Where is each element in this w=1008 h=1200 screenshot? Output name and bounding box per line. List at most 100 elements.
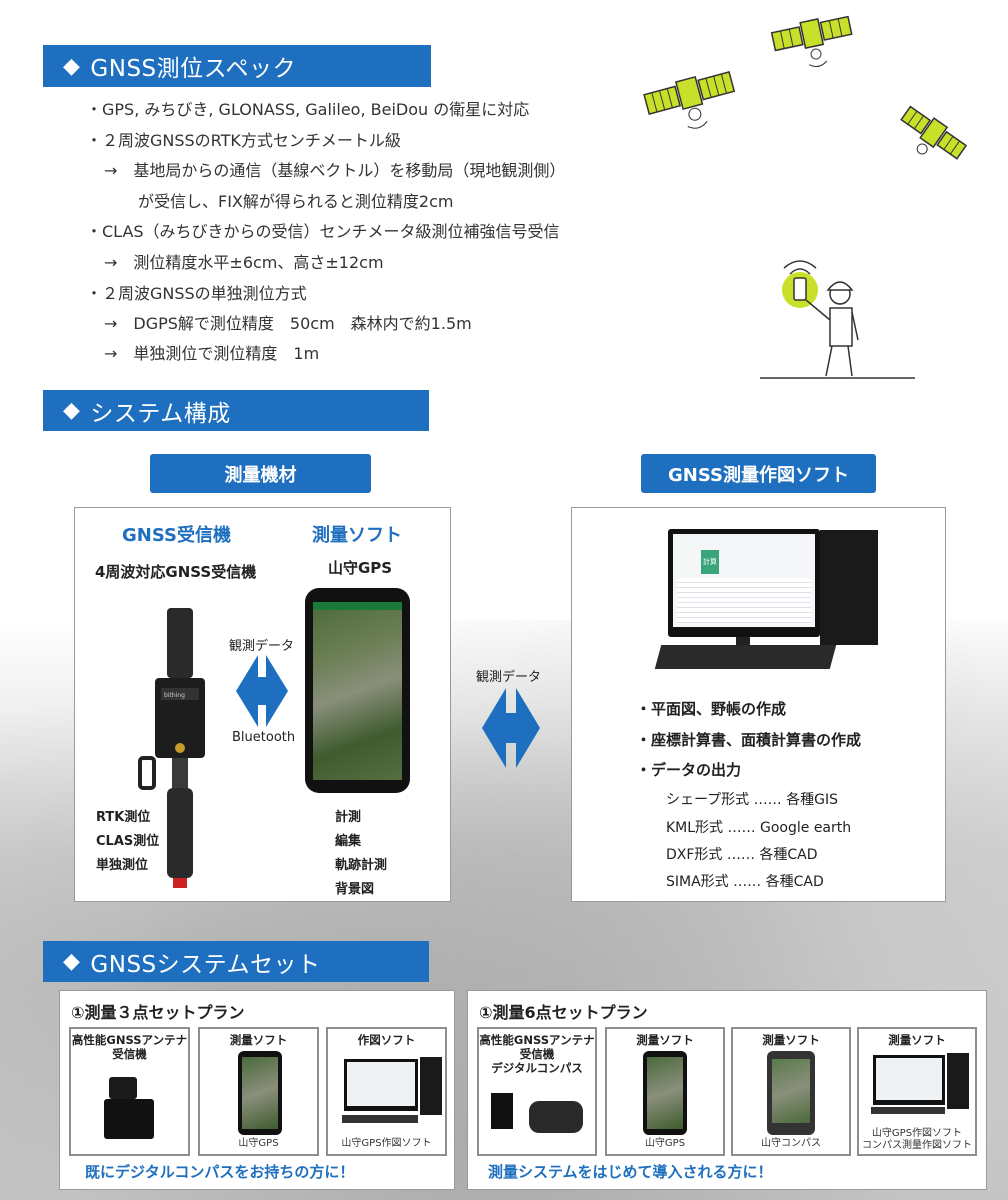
plan1-slogan: 既にデジタルコンパスをお持ちの方に！ [85,1163,355,1181]
monitor-screen: 計算 [673,534,815,627]
diamond-icon: ◆ [63,949,81,974]
digital-compass [529,1101,583,1133]
gnss-receiver-image: bithing [138,608,205,888]
output-3: ・データの出力 [636,761,742,779]
plan2-slogan: 測量システムをはじめて導入される方に！ [488,1163,773,1181]
item-label: 測量ソフト [762,1033,820,1047]
status-bar [313,602,402,610]
spec-line-5: ・CLAS（みちびきからの受信）センチメータ級測位補強信号受信 [86,222,560,241]
mini-monitor [344,1059,418,1111]
satellites-illustration [643,15,968,160]
function-4: 背景図 [335,882,375,897]
plan2-item-receiver: 高性能GNSSアンテナ 受信機 デジタルコンパス [477,1027,597,1156]
function-2: 編集 [335,834,362,849]
monitor-image: 計算 [668,529,820,637]
system-heading-text: システム構成 [90,400,231,427]
function-3: 軌跡計測 [335,858,388,873]
spec-line-7: ・２周波GNSSの単独測位方式 [86,284,307,303]
mini-tower [420,1057,442,1115]
mode-1: RTK測位 [96,810,151,825]
item-caption: 山守コンパス [761,1138,821,1149]
calc-button: 計算 [701,550,719,574]
spec-heading: ◆ GNSS測位スペック [43,45,431,87]
plan1-item-receiver: 高性能GNSSアンテナ 受信機 [69,1027,190,1156]
function-1: 計測 [335,810,362,825]
phone-screen [772,1059,810,1123]
phone-screen [242,1057,278,1129]
receiver-small [491,1093,513,1129]
mini-tower [947,1053,969,1109]
diamond-icon: ◆ [63,398,81,423]
satellite-icon-3 [900,105,968,160]
plan2-item-software-2: 測量ソフト 山守コンパス [731,1027,851,1156]
item-caption: 山守GPS [644,1138,686,1149]
item-label: 測量ソフト [229,1033,288,1047]
bidirectional-arrow-icon-2 [482,688,540,768]
item-label: 高性能GNSSアンテナ 受信機 [71,1033,188,1061]
smartphone-image [305,588,410,793]
surveyor-illustration [760,260,915,379]
drawing-software-pill: GNSS測量作図ソフト [641,454,876,493]
item-caption: 山守GPS作図ソフト [341,1138,432,1149]
spec-line-1: ・GPS, みちびき, GLONASS, Galileo, BeiDou の衛星… [86,100,530,119]
output-1: ・平面図、野帳の作成 [636,700,787,718]
receiver-title: GNSS受信機 [122,525,231,546]
satellite-icon-1 [643,71,736,129]
rugged-phone-image [767,1051,815,1135]
spec-heading-text: GNSS測位スペック [90,56,297,82]
spec-line-8: → DGPS解で測位精度 50cm 森林内で約1.5m [104,314,472,333]
sets-heading-text: GNSSシステムセット [90,951,321,978]
plan2-item-software-3: 測量ソフト 山守GPS作図ソフト コンパス測量作図ソフト [857,1027,977,1156]
equipment-pill: 測量機材 [150,454,371,493]
mode-3: 単独測位 [96,858,149,873]
item-label: 測量ソフト [636,1033,694,1047]
sets-heading: ◆ GNSSシステムセット [43,941,429,982]
antenna-top [109,1077,137,1099]
phone-image [238,1051,282,1135]
spec-line-2: ・２周波GNSSのRTK方式センチメートル級 [86,131,401,150]
system-heading: ◆ システム構成 [43,390,429,431]
software-name: 山守GPS [328,559,393,577]
plan2-item-software-1: 測量ソフト 山守GPS [605,1027,725,1156]
link-label-bottom: Bluetooth [232,730,296,745]
mini-monitor [873,1055,945,1105]
item-label: 測量ソフト [888,1033,946,1047]
svg-text:bithing: bithing [164,692,185,699]
phone-screen [647,1057,683,1129]
plan1-title: ①測量３点セットプラン [71,1003,245,1022]
software-title: 測量ソフト [312,525,402,546]
output-2: ・座標計算書、面積計算書の作成 [636,731,862,749]
mini-screen [876,1058,942,1100]
plan1-item-drawing: 作図ソフト 山守GPS作図ソフト [326,1027,447,1156]
spec-line-6: → 測位精度水平±6cm、高さ±12cm [104,253,384,272]
receiver-body [104,1099,154,1139]
format-3: DXF形式 ‥‥‥ 各種CAD [666,847,818,863]
spec-line-9: → 単独測位で測位精度 1m [104,344,320,363]
spec-line-3: → 基地局からの通信（基線ベクトル）を移動局（現地観測側） [104,161,566,180]
map-screen [313,602,402,780]
format-4: SIMA形式 ‥‥‥ 各種CAD [666,874,824,890]
item-caption: 山守GPS [238,1138,279,1149]
mini-screen [347,1062,415,1106]
format-1: シェープ形式 ‥‥‥ 各種GIS [666,792,838,808]
mini-keyboard [871,1107,945,1114]
item-label: 作図ソフト [357,1033,416,1047]
link-label-top: 観測データ [229,639,295,654]
bidirectional-arrow-icon [236,655,288,727]
spec-line-4: が受信し、FIX解が得られると測位精度2cm [138,192,454,211]
plan1-item-software: 測量ソフト 山守GPS [198,1027,319,1156]
data-table [677,578,811,623]
mode-2: CLAS測位 [96,834,160,849]
mini-keyboard [342,1115,418,1123]
format-2: KML形式 ‥‥‥ Google earth [666,820,852,836]
item-caption: 山守GPS作図ソフト コンパス測量作図ソフト [862,1128,972,1151]
phone-image [643,1051,687,1135]
middle-link-label: 観測データ [476,670,542,685]
satellite-icon-2 [770,15,853,68]
receiver-desc: 4周波対応GNSS受信機 [95,563,257,581]
plan2-title: ①測量6点セットプラン [479,1003,648,1022]
diamond-icon: ◆ [63,53,81,79]
pc-tower [820,530,878,645]
item-label: 高性能GNSSアンテナ 受信機 デジタルコンパス [479,1033,595,1075]
keyboard [654,645,837,669]
